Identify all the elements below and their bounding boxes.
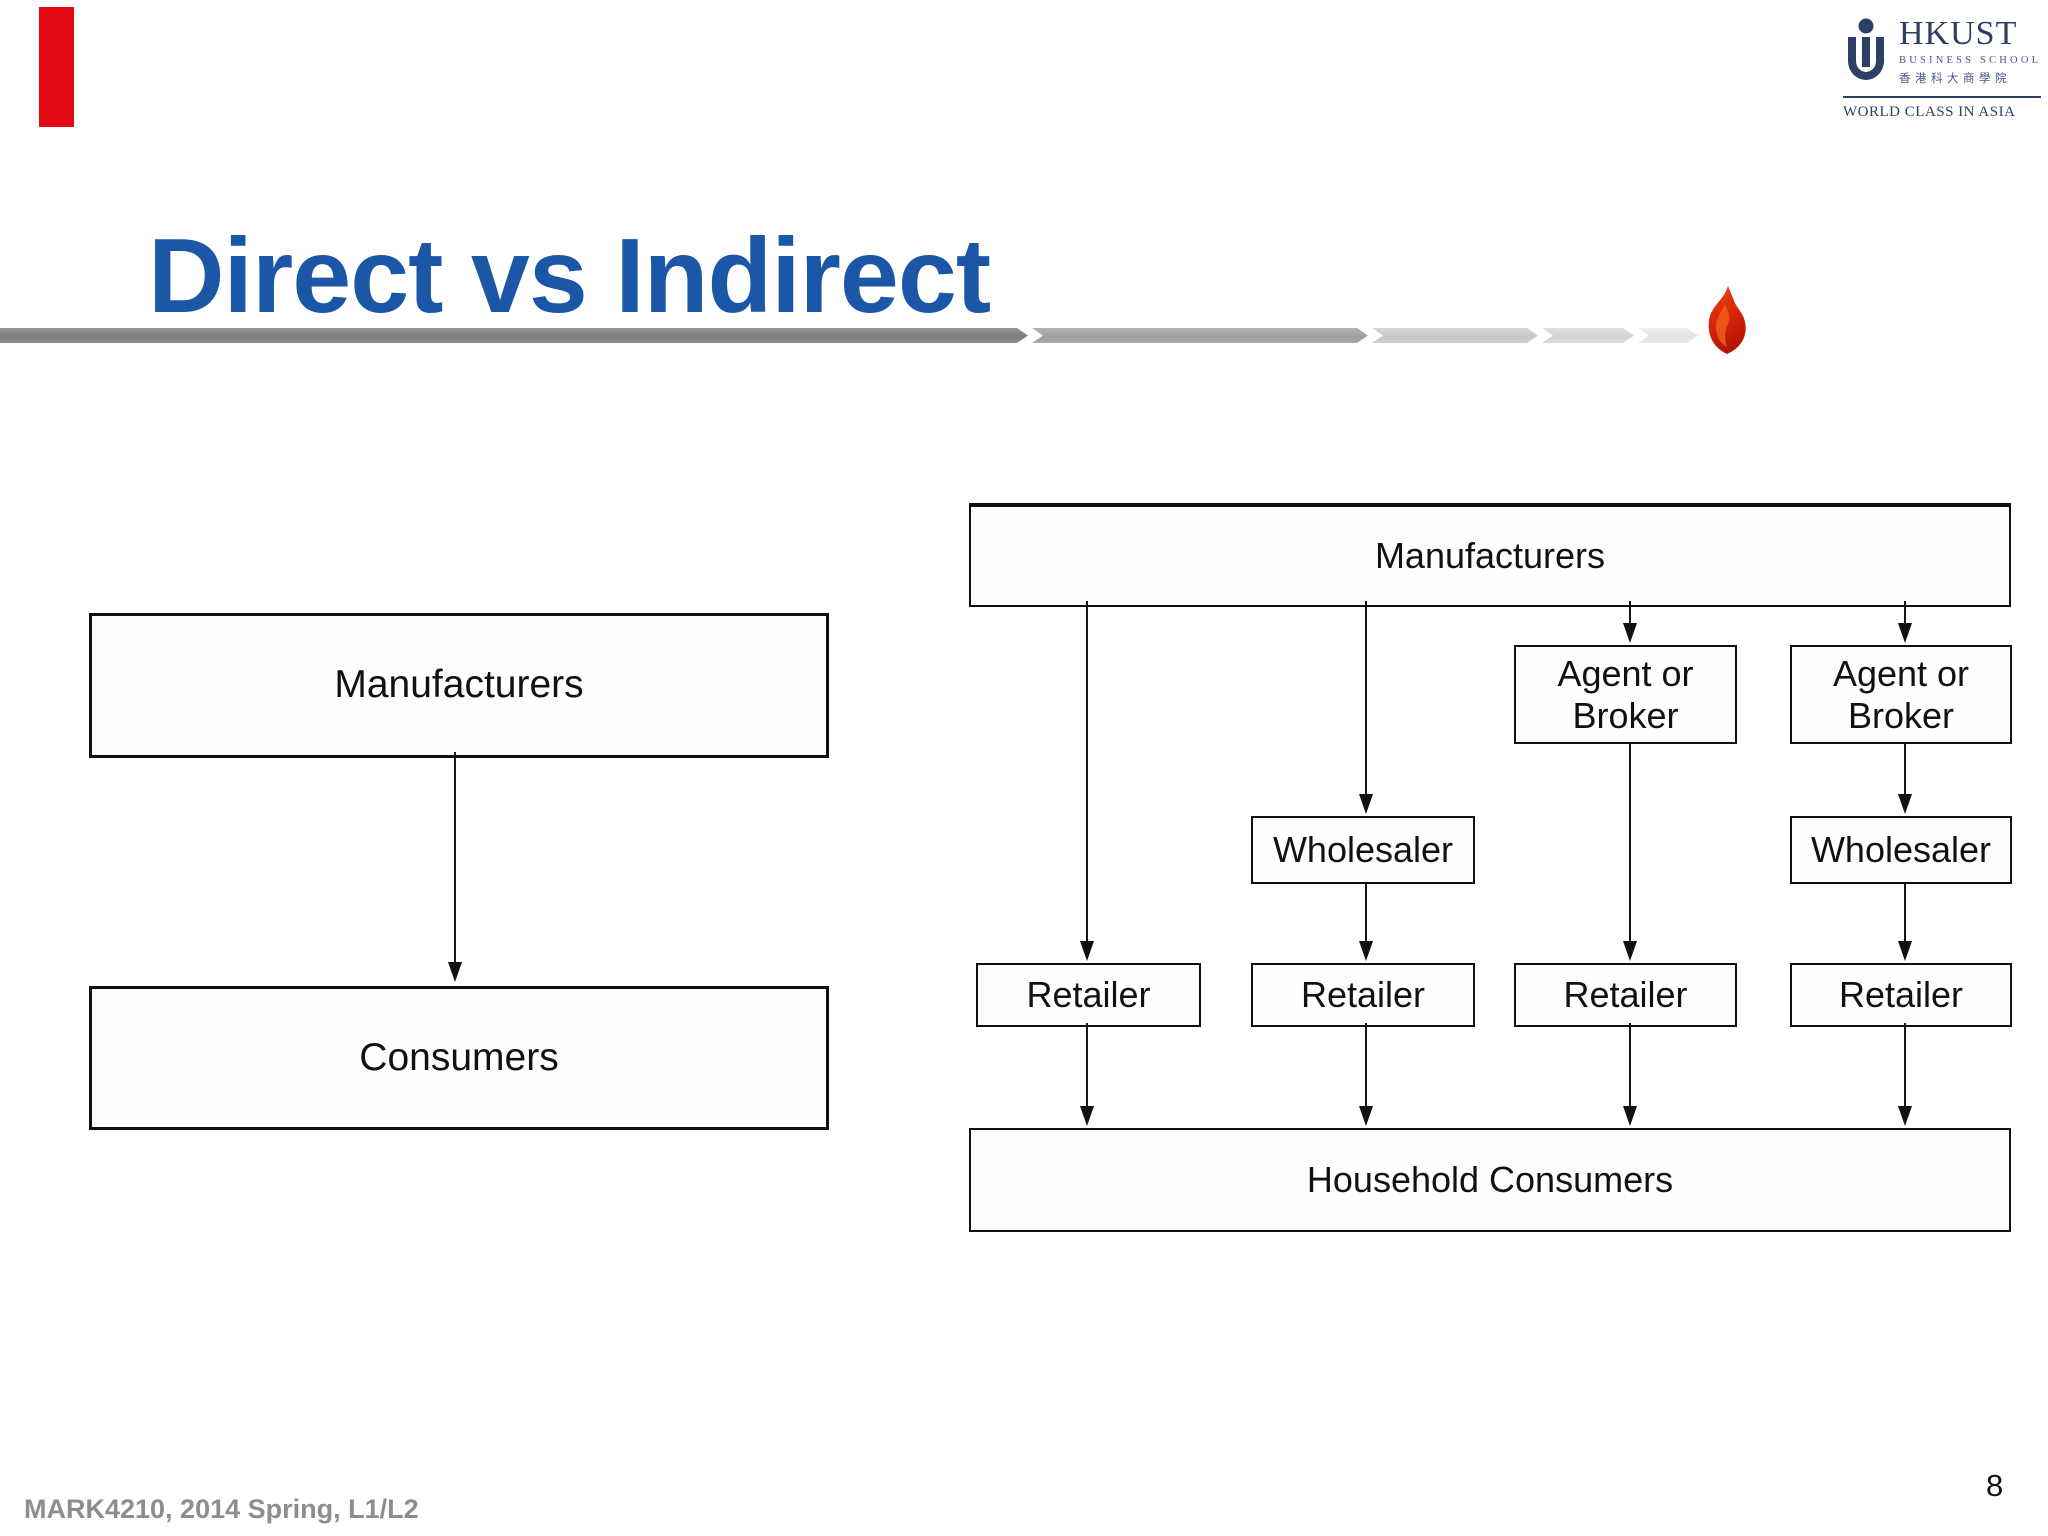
divider-segment-4 bbox=[1542, 328, 1634, 343]
page-title: Direct vs Indirect bbox=[148, 217, 991, 336]
logo-divider-line bbox=[1843, 96, 2041, 98]
household-arrowhead-1 bbox=[1080, 1106, 1094, 1126]
channel4-arrowhead-b bbox=[1898, 794, 1912, 814]
wholesaler-2-label: Wholesaler bbox=[1810, 829, 1992, 871]
channel3-line-b bbox=[1629, 740, 1631, 941]
channel4-line-a bbox=[1904, 601, 1906, 623]
household-arrowhead-2 bbox=[1359, 1106, 1373, 1126]
household-arrowhead-4 bbox=[1898, 1106, 1912, 1126]
hkust-logo: HKUST BUSINESS SCHOOL 香港科大商學院 WORLD CLAS… bbox=[1843, 12, 2043, 130]
hkust-business-school-label: BUSINESS SCHOOL bbox=[1899, 55, 2042, 67]
channel3-arrowhead-b bbox=[1623, 941, 1637, 961]
hkust-wordmark: HKUST bbox=[1899, 15, 2018, 52]
direct-arrow-line bbox=[454, 752, 456, 963]
footer-course-label: MARK4210, 2014 Spring, L1/L2 bbox=[24, 1494, 419, 1524]
household-consumers-box: Household Consumers bbox=[969, 1128, 2011, 1232]
channel2-arrowhead-a bbox=[1359, 794, 1373, 814]
hkust-logo-text: HKUST BUSINESS SCHOOL 香港科大商學院 bbox=[1899, 15, 2042, 86]
channel2-line-b bbox=[1365, 880, 1367, 941]
agent-broker-2-line2: Broker bbox=[1847, 694, 1955, 736]
household-arrow-line-4 bbox=[1904, 1023, 1906, 1108]
wholesaler-box-2: Wholesaler bbox=[1790, 816, 2012, 884]
direct-arrowhead bbox=[448, 962, 462, 982]
channel3-arrowhead-a bbox=[1623, 623, 1637, 643]
channel4-arrowhead-c bbox=[1898, 941, 1912, 961]
hkust-chinese-label: 香港科大商學院 bbox=[1899, 73, 2011, 86]
indirect-manufacturers-box: Manufacturers bbox=[969, 503, 2011, 607]
retailer-2-label: Retailer bbox=[1300, 974, 1426, 1016]
direct-consumers-label: Consumers bbox=[359, 1035, 559, 1079]
wholesaler-1-label: Wholesaler bbox=[1272, 829, 1454, 871]
flame-icon bbox=[1708, 286, 1746, 354]
red-marker-bar bbox=[39, 7, 74, 127]
channel1-arrowhead bbox=[1080, 941, 1094, 961]
household-arrowhead-3 bbox=[1623, 1106, 1637, 1126]
retailer-box-2: Retailer bbox=[1251, 963, 1475, 1027]
agent-broker-box-2: Agent or Broker bbox=[1790, 645, 2012, 744]
channel1-line bbox=[1086, 601, 1088, 941]
direct-manufacturers-box: Manufacturers bbox=[89, 613, 829, 758]
agent-broker-2-line1: Agent or bbox=[1832, 653, 1970, 695]
direct-consumers-box: Consumers bbox=[89, 986, 829, 1130]
direct-manufacturers-label: Manufacturers bbox=[334, 663, 584, 707]
indirect-manufacturers-label: Manufacturers bbox=[1374, 535, 1606, 577]
channel4-arrowhead-a bbox=[1898, 623, 1912, 643]
household-arrow-line-3 bbox=[1629, 1023, 1631, 1108]
agent-broker-1-line2: Broker bbox=[1572, 694, 1679, 736]
page-number: 8 bbox=[1986, 1468, 2004, 1503]
retailer-3-label: Retailer bbox=[1563, 974, 1688, 1016]
agent-broker-box-1: Agent or Broker bbox=[1514, 645, 1737, 744]
agent-broker-1-line1: Agent or bbox=[1557, 653, 1694, 695]
channel3-line-a bbox=[1629, 601, 1631, 623]
divider-segment-5 bbox=[1638, 328, 1698, 343]
divider-segment-3 bbox=[1372, 328, 1538, 343]
wholesaler-box-1: Wholesaler bbox=[1251, 816, 1475, 884]
divider-segment-1 bbox=[0, 328, 1028, 343]
household-arrow-line-2 bbox=[1365, 1023, 1367, 1108]
retailer-1-label: Retailer bbox=[1026, 974, 1151, 1016]
channel2-line-a bbox=[1365, 601, 1367, 794]
channel4-line-c bbox=[1904, 880, 1906, 941]
household-arrow-line-1 bbox=[1086, 1023, 1088, 1108]
divider-segment-2 bbox=[1032, 328, 1368, 343]
channel4-line-b bbox=[1904, 740, 1906, 794]
hkust-emblem-icon bbox=[1848, 18, 1884, 80]
household-consumers-label: Household Consumers bbox=[1306, 1159, 1674, 1201]
retailer-box-3: Retailer bbox=[1514, 963, 1737, 1027]
hkust-tagline: WORLD CLASS IN ASIA bbox=[1843, 104, 2016, 120]
retailer-4-label: Retailer bbox=[1838, 974, 1964, 1016]
retailer-box-4: Retailer bbox=[1790, 963, 2012, 1027]
retailer-box-1: Retailer bbox=[976, 963, 1201, 1027]
channel2-arrowhead-b bbox=[1359, 941, 1373, 961]
